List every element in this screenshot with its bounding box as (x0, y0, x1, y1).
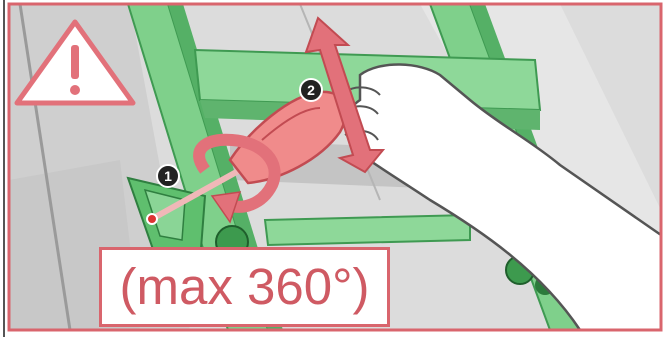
step-badge-1: 1 (157, 165, 179, 187)
step-number-1: 1 (164, 168, 172, 184)
step-badge-2: 2 (300, 79, 322, 101)
step-number-2: 2 (307, 82, 315, 98)
rotation-limit-caption: (max 360°) (99, 247, 390, 327)
